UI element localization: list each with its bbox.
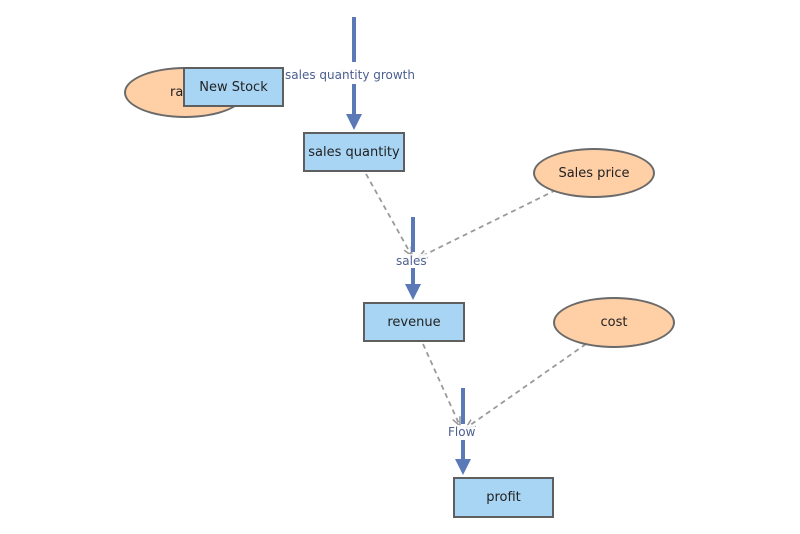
link-arrow-price-to-sales (418, 189, 557, 258)
rate-variable-label: ra (170, 85, 184, 100)
flow-label-sales-quantity-growth[interactable]: sales quantity growth (285, 68, 415, 82)
flow-arrowhead-2 (405, 284, 421, 300)
sales-quantity-label: sales quantity (308, 144, 400, 160)
cost-variable[interactable]: cost (553, 297, 675, 348)
new-stock-label: New Stock (199, 79, 268, 95)
flow-label-flow[interactable]: Flow (448, 425, 476, 439)
link-arrow-revenue-to-flow (422, 343, 461, 426)
flow-label-sales[interactable]: sales (396, 254, 427, 268)
new-stock-box[interactable]: New Stock (183, 67, 284, 107)
cost-label: cost (600, 315, 628, 330)
link-arrow-quantity-to-sales (365, 173, 412, 256)
profit-label: profit (486, 490, 521, 505)
revenue-stock[interactable]: revenue (363, 302, 465, 342)
link-arrow-cost-to-flow (466, 343, 587, 428)
flow-arrowhead-1 (346, 114, 362, 130)
profit-stock[interactable]: profit (453, 477, 554, 518)
revenue-label: revenue (387, 314, 441, 330)
sales-price-variable[interactable]: Sales price (533, 148, 655, 198)
flow-arrowhead-3 (455, 459, 471, 475)
sales-quantity-stock[interactable]: sales quantity (303, 132, 405, 172)
sales-price-label: Sales price (558, 165, 630, 181)
